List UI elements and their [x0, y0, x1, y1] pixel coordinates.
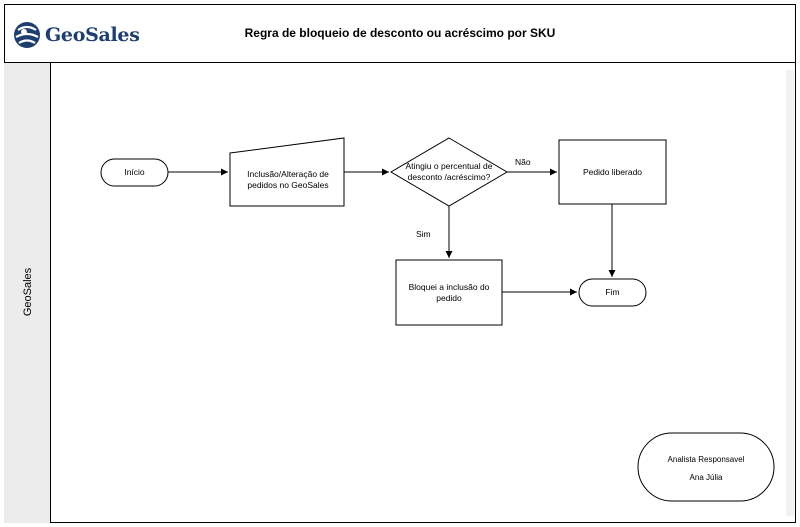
blocked-label: Bloquei a inclusão do pedido	[408, 282, 490, 303]
swimlane-header	[4, 63, 51, 523]
page-title: Regra de bloqueio de desconto ou acrésci…	[244, 26, 556, 40]
end-label: Fim	[605, 287, 620, 297]
end-terminator	[578, 278, 647, 307]
logo: GeoSales	[12, 18, 140, 52]
blocked-process	[395, 259, 503, 326]
responsible-name: Ana Júlia	[689, 473, 723, 482]
responsible-role: Analista Responsavel	[667, 455, 745, 464]
decision-label: Atingiu o percentual de desconto /acrésc…	[405, 161, 493, 182]
geosales-globe-icon	[14, 22, 40, 48]
header: GeoSales Regra de bloqueio de desconto o…	[4, 4, 796, 63]
responsible-box	[637, 432, 775, 502]
input-manual-shape	[229, 137, 345, 207]
edge-label-yes: Sim	[416, 229, 431, 239]
released-label: Pedido liberado	[582, 167, 643, 177]
start-label: Início	[124, 167, 145, 177]
edge-label-no: Não	[515, 157, 531, 167]
logo-text: GeoSales	[45, 24, 140, 46]
swimlane-edge-bar	[786, 70, 794, 516]
input-label: Inclusão/Alteração de pedidos no GeoSale…	[247, 169, 329, 190]
